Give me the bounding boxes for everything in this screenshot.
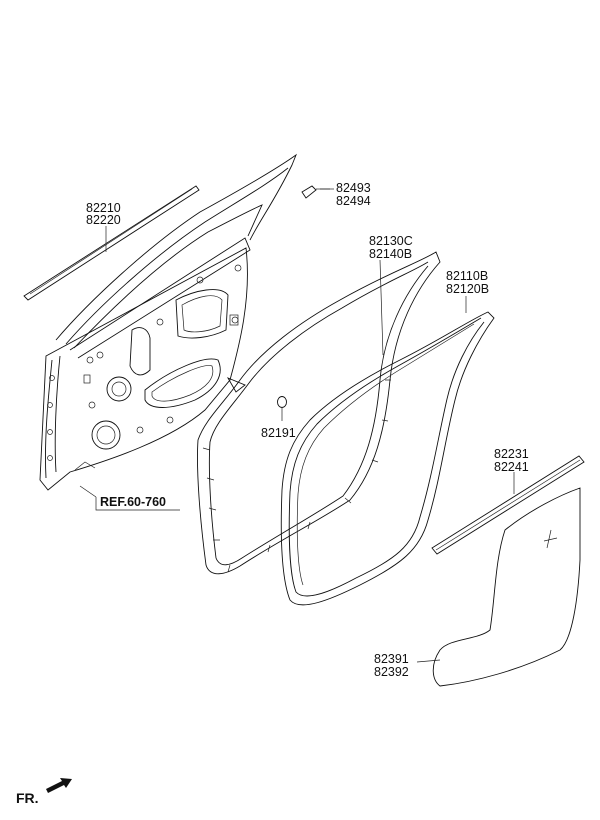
glass-run-strip <box>431 455 585 555</box>
body-weatherstrip <box>197 251 441 575</box>
label-82241: 82241 <box>494 460 529 474</box>
leader-lines <box>79 188 515 663</box>
sealing-film <box>432 487 581 687</box>
label-82130C: 82130C <box>369 234 413 248</box>
label-82231: 82231 <box>494 447 529 461</box>
label-82392: 82392 <box>374 665 409 679</box>
part-labels: 82210 82220 82493 82494 82130C 82140B 82… <box>86 181 529 679</box>
label-82110B: 82110B <box>446 269 488 283</box>
door-weatherstrip <box>280 311 495 606</box>
plug-part <box>277 396 287 408</box>
label-82494: 82494 <box>336 194 371 208</box>
door-molding-strip <box>23 185 200 301</box>
direction-label: FR. <box>16 790 39 806</box>
label-82120B: 82120B <box>446 282 489 296</box>
direction-indicator: FR. <box>16 778 72 806</box>
label-82191: 82191 <box>261 426 296 440</box>
arrow-right-icon <box>46 778 72 793</box>
label-82220: 82220 <box>86 213 121 227</box>
label-82140B: 82140B <box>369 247 412 261</box>
reference-label: REF.60-760 <box>100 495 166 509</box>
label-82493: 82493 <box>336 181 371 195</box>
label-82210: 82210 <box>86 201 121 215</box>
label-82391: 82391 <box>374 652 409 666</box>
clip-part <box>301 185 330 199</box>
door-panel <box>39 153 297 491</box>
